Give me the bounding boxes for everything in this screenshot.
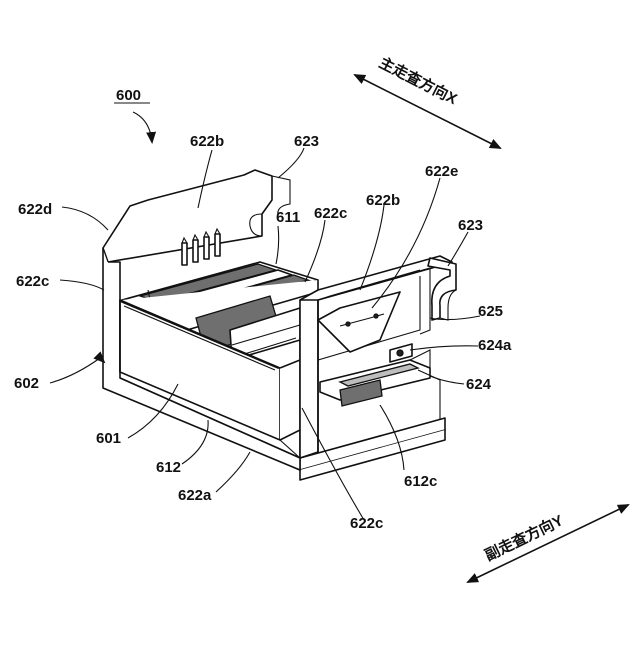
label-622b-right: 622b [366, 192, 400, 209]
ref-600-arrow [133, 112, 152, 142]
label-625: 625 [478, 303, 503, 320]
label-602: 602 [14, 375, 39, 392]
label-623-top: 623 [294, 133, 319, 150]
label-622d: 622d [18, 201, 52, 218]
label-612: 612 [156, 459, 181, 476]
label-622c-bottom: 622c [350, 515, 383, 532]
label-624a: 624a [478, 337, 512, 354]
main-reference: 600 [114, 87, 152, 142]
label-622c-mid: 622c [314, 205, 347, 222]
lever-assembly [320, 344, 440, 420]
label-622b-left: 622b [190, 133, 224, 150]
label-624: 624 [466, 376, 492, 393]
label-622e: 622e [425, 163, 458, 180]
direction-x-label: 主走査方向X [376, 54, 460, 109]
direction-y-indicator: 副走査方向Y [468, 505, 628, 582]
label-622a: 622a [178, 487, 212, 504]
ref-600: 600 [116, 87, 141, 104]
label-611: 611 [276, 209, 300, 226]
direction-y-label: 副走査方向Y [482, 511, 566, 564]
label-623-right: 623 [458, 217, 483, 234]
label-622c-left: 622c [16, 273, 49, 290]
direction-x-indicator: 主走査方向X [355, 54, 500, 148]
label-612c: 612c [404, 473, 437, 490]
label-601: 601 [96, 430, 121, 447]
